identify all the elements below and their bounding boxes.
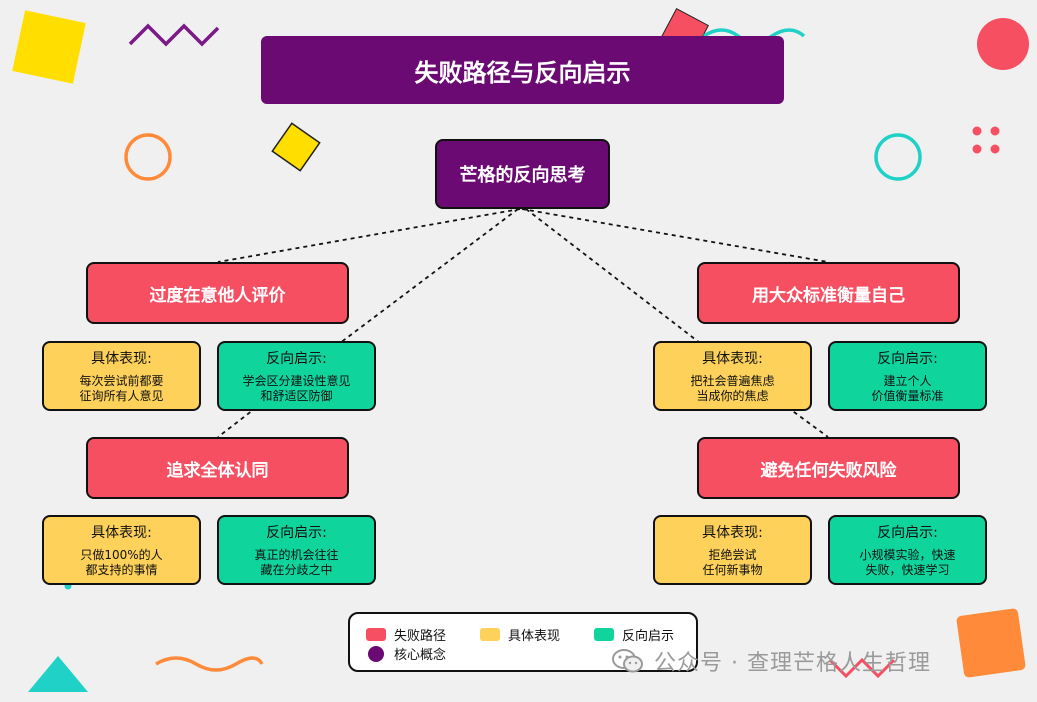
insight-line: 小规模实验，快速	[859, 548, 956, 562]
red-zigzag-decoration	[828, 657, 896, 679]
insight-node-4: 反向启示: 小规模实验，快速 失败，快速学习	[828, 515, 987, 585]
wechat-icon	[612, 649, 643, 673]
symptom-line: 把社会普遍焦虑	[690, 374, 775, 388]
connector-core-to-failure-2	[521, 208, 829, 263]
insight-node-2: 反向启示: 建立个人 价值衡量标准	[828, 341, 987, 411]
symptom-line: 任何新事物	[702, 563, 763, 577]
orange-wave-decoration	[155, 656, 264, 672]
connector-core-to-failure-3	[217, 208, 519, 438]
symptom-line: 拒绝尝试	[708, 548, 757, 562]
symptom-line: 都支持的事情	[85, 563, 158, 577]
symptom-heading: 具体表现:	[91, 351, 152, 367]
symptom-node-4: 具体表现: 拒绝尝试 任何新事物	[653, 515, 812, 585]
insight-line: 学会区分建设性意见	[242, 374, 351, 388]
symptom-line: 每次尝试前都要	[79, 374, 164, 388]
symptom-line: 征询所有人意见	[79, 389, 164, 403]
insight-line: 藏在分歧之中	[260, 563, 333, 577]
legend-label-core: 核心概念	[394, 648, 447, 663]
insight-heading: 反向启示:	[266, 351, 327, 367]
legend-swatch-insight	[594, 628, 614, 641]
symptom-node-2: 具体表现: 把社会普遍焦虑 当成你的焦虑	[653, 341, 812, 411]
insight-heading: 反向启示:	[877, 351, 938, 367]
insight-line: 失败，快速学习	[865, 563, 950, 577]
legend-label-symptom: 具体表现	[508, 629, 561, 644]
symptom-line: 只做100%的人	[80, 548, 163, 562]
red-dot-decoration	[972, 126, 982, 136]
orange-ring-decoration	[124, 133, 172, 181]
legend-item-core: 核心概念	[368, 644, 446, 663]
legend-swatch-core	[368, 645, 384, 662]
legend-item-failure: 失败路径	[366, 625, 446, 644]
legend-swatch-symptom	[480, 628, 500, 641]
failure-node-3: 追求全体认同	[86, 437, 349, 499]
failure-node-2: 用大众标准衡量自己	[697, 262, 960, 324]
symptom-heading: 具体表现:	[91, 525, 152, 541]
yellow-diamond-decoration	[271, 122, 321, 172]
cyan-triangle-decoration	[28, 656, 88, 692]
insight-node-3: 反向启示: 真正的机会往往 藏在分歧之中	[217, 515, 376, 585]
symptom-line: 当成你的焦虑	[696, 389, 769, 403]
purple-zigzag-decoration	[128, 23, 220, 47]
orange-square-decoration	[956, 608, 1026, 678]
symptom-node-3: 具体表现: 只做100%的人 都支持的事情	[42, 515, 201, 585]
legend-item-insight: 反向启示	[594, 625, 674, 644]
insight-line: 价值衡量标准	[871, 389, 944, 403]
insight-line: 建立个人	[883, 374, 932, 388]
red-dot-decoration	[990, 144, 1000, 154]
cyan-ring-decoration	[874, 133, 922, 181]
symptom-node-1: 具体表现: 每次尝试前都要 征询所有人意见	[42, 341, 201, 411]
symptom-heading: 具体表现:	[702, 525, 763, 541]
failure-node-1: 过度在意他人评价	[86, 262, 349, 324]
yellow-square-decoration	[12, 10, 86, 84]
red-circle-decoration	[977, 18, 1029, 70]
watermark: 公众号 · 查理芒格人生哲理	[612, 644, 931, 678]
insight-line: 真正的机会往往	[254, 548, 339, 562]
core-concept-node: 芒格的反向思考	[435, 139, 610, 209]
legend-label-insight: 反向启示	[622, 629, 675, 644]
insight-line: 和舒适区防御	[260, 389, 333, 403]
red-dot-decoration	[990, 126, 1000, 136]
red-dot-decoration	[972, 144, 982, 154]
legend-item-symptom: 具体表现	[480, 625, 560, 644]
connector-core-to-failure-1	[217, 208, 521, 263]
failure-node-4: 避免任何失败风险	[697, 437, 960, 499]
page-title: 失败路径与反向启示	[261, 36, 784, 104]
insight-heading: 反向启示:	[877, 525, 938, 541]
watermark-text: 公众号 · 查理芒格人生哲理	[654, 651, 931, 676]
legend-label-failure: 失败路径	[394, 629, 447, 644]
legend-swatch-failure	[366, 628, 386, 641]
insight-heading: 反向启示:	[266, 525, 327, 541]
symptom-heading: 具体表现:	[702, 351, 763, 367]
insight-node-1: 反向启示: 学会区分建设性意见 和舒适区防御	[217, 341, 376, 411]
